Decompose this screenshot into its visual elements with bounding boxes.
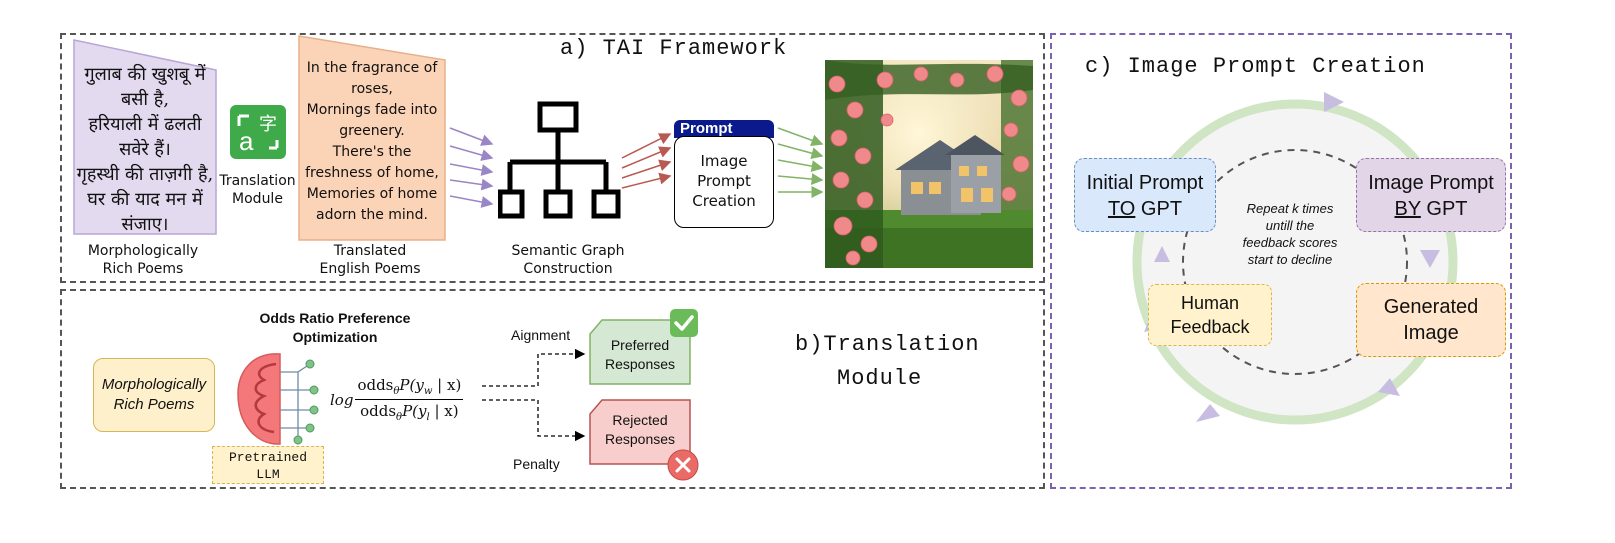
panel-c-title: c) Image Prompt Creation [1085, 54, 1426, 79]
panel-b-title: b)Translation Module [795, 332, 980, 391]
caption-translated-english-poems: Translated English Poems [319, 243, 421, 277]
check-icon [670, 309, 698, 337]
svg-text:字: 字 [259, 114, 277, 134]
svg-text:a: a [239, 126, 254, 156]
pretrained-llm-tag: Pretrained LLM [212, 446, 324, 484]
arrows-to-prompt [621, 133, 672, 189]
caption-semantic-graph: Semantic Graph Construction [511, 243, 625, 277]
arrows-to-semantic-graph [449, 127, 494, 208]
rejected-responses-shape [589, 399, 691, 465]
hindi-poem: गुलाब की खुशबू में बसी है, हरियाली में ढ… [76, 64, 214, 235]
panel-image-prompt-creation [1050, 33, 1512, 489]
english-poem-shape [298, 35, 446, 241]
orpo-title: Odds Ratio Preference Optimization [259, 310, 411, 345]
english-poem: In the fragrance of roses, Mornings fade… [305, 60, 439, 223]
penalty-label: Penalty [513, 456, 560, 472]
prompt-card: Prompt Image Prompt Creation [674, 120, 774, 228]
alignment-penalty-arrows [482, 348, 586, 442]
prompt-card-body: Image Prompt Creation [674, 136, 774, 228]
generated-image-box: Generated Image [1356, 283, 1506, 357]
panel-translation-module [60, 289, 1045, 489]
cross-icon [667, 449, 699, 481]
preferred-responses: Preferred Responses [604, 337, 676, 372]
formula-denominator: oddsθP(yl | x) [360, 402, 459, 423]
human-feedback-box: Human Feedback [1148, 284, 1272, 346]
panel-a-title: a) TAI Framework [560, 36, 788, 61]
initial-prompt-box: Initial Prompt TO GPT [1074, 158, 1216, 232]
orpo-formula: log oddsθP(yw | x) oddsθP(yl | x) [330, 376, 464, 423]
loop-inner-arrow [1154, 246, 1170, 262]
panel-tai-framework [60, 33, 1045, 283]
arrows-to-image [777, 127, 824, 198]
loop-note: Repeat k times untill the feedback score… [1242, 201, 1338, 267]
hindi-poem-shape [73, 39, 217, 235]
formula-fraction: oddsθP(yw | x) oddsθP(yl | x) [355, 376, 464, 423]
formula-log: log [330, 390, 354, 409]
initial-prompt-label: Initial Prompt TO GPT [1086, 172, 1204, 220]
translate-icon: a 字 [230, 105, 286, 159]
image-prompt-box: Image Prompt BY GPT [1356, 158, 1506, 232]
brain-network-icon [237, 353, 319, 445]
image-prompt-label: Image Prompt BY GPT [1368, 172, 1494, 220]
input-morphologically-rich-poems: Morphologically Rich Poems [93, 358, 215, 432]
rejected-responses: Rejected Responses [604, 412, 676, 447]
generated-house-image [825, 60, 1033, 268]
prompt-card-header: Prompt [674, 120, 774, 138]
translation-module-label: Translation Module [219, 173, 296, 207]
semantic-graph-icon [498, 101, 621, 219]
caption-morphologically-rich-poems: Morphologically Rich Poems [87, 243, 199, 277]
formula-numerator: oddsθP(yw | x) [355, 376, 464, 400]
alignment-label: Aignment [511, 327, 571, 343]
